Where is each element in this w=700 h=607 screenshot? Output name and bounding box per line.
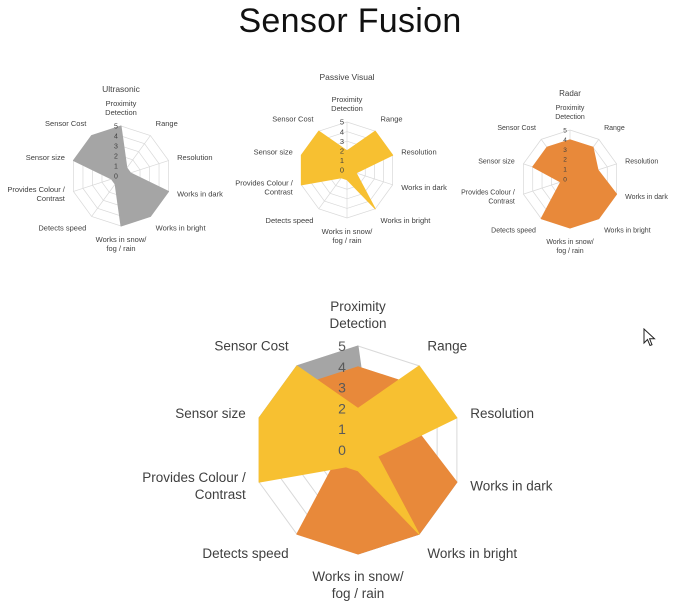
tick-label: 5 xyxy=(338,338,346,354)
mouse-pointer-icon xyxy=(643,328,656,347)
axis-label-works-in-snow-fog-rain: Works in snow/fog / rain xyxy=(312,569,404,601)
axis-label-detects-speed: Detects speed xyxy=(491,228,536,235)
axis-label-works-in-bright: Works in bright xyxy=(156,223,207,232)
tick-label: 1 xyxy=(114,164,118,171)
tick-label: 3 xyxy=(114,144,118,151)
tick-label: 2 xyxy=(338,400,346,416)
axis-label-range: Range xyxy=(381,115,403,124)
page-title: Sensor Fusion xyxy=(238,2,462,40)
axis-label-works-in-dark: Works in dark xyxy=(625,194,668,201)
tick-label: 3 xyxy=(563,147,567,154)
axis-label-range: Range xyxy=(604,125,625,132)
tick-label: 3 xyxy=(340,137,344,146)
axis-label-detects-speed: Detects speed xyxy=(266,216,314,225)
axis-label-resolution: Resolution xyxy=(177,153,212,162)
axis-label-works-in-bright: Works in bright xyxy=(427,546,517,561)
tick-label: 4 xyxy=(338,359,346,375)
axis-label-sensor-size: Sensor size xyxy=(26,153,65,162)
axis-label-works-in-dark: Works in dark xyxy=(177,189,223,198)
axis-label-works-in-snow-fog-rain: Works in snow/fog / rain xyxy=(322,227,374,245)
axis-label-sensor-cost: Sensor Cost xyxy=(497,125,536,132)
chart-title: Passive Visual xyxy=(319,72,374,82)
axis-label-sensor-size: Sensor size xyxy=(478,158,515,165)
axis-label-sensor-cost: Sensor Cost xyxy=(272,115,314,124)
axis-label-works-in-snow-fog-rain: Works in snow/fog / rain xyxy=(546,239,593,255)
tick-label: 2 xyxy=(563,157,567,164)
axis-label-detects-speed: Detects speed xyxy=(202,546,288,561)
axis-label-sensor-size: Sensor size xyxy=(254,148,293,157)
tick-label: 0 xyxy=(114,174,118,181)
chart-title: Ultrasonic xyxy=(102,84,141,94)
axis-label-range: Range xyxy=(427,338,467,353)
tick-label: 1 xyxy=(340,156,344,165)
tick-label: 1 xyxy=(338,421,346,437)
axis-label-works-in-bright: Works in bright xyxy=(604,228,651,235)
tick-label: 5 xyxy=(563,127,567,134)
axis-label-provides-colour-contrast: Provides Colour /Contrast xyxy=(461,190,515,206)
axis-label-resolution: Resolution xyxy=(625,158,658,165)
tick-label: 3 xyxy=(338,380,346,396)
tick-label: 2 xyxy=(114,154,118,161)
tick-label: 4 xyxy=(114,134,118,141)
tick-label: 0 xyxy=(563,176,567,183)
tick-label: 1 xyxy=(563,167,567,174)
axis-label-works-in-bright: Works in bright xyxy=(381,216,432,225)
tick-label: 0 xyxy=(340,166,344,175)
tick-label: 4 xyxy=(563,137,567,144)
axis-label-works-in-snow-fog-rain: Works in snow/fog / rain xyxy=(96,235,148,253)
axis-label-sensor-size: Sensor size xyxy=(175,406,246,421)
axis-label-detects-speed: Detects speed xyxy=(38,223,86,232)
axis-label-works-in-dark: Works in dark xyxy=(401,183,447,192)
axis-label-provides-colour-contrast: Provides Colour /Contrast xyxy=(142,470,246,502)
axis-label-resolution: Resolution xyxy=(401,148,436,157)
axis-label-works-in-dark: Works in dark xyxy=(470,479,553,494)
tick-label: 5 xyxy=(340,118,344,127)
axis-label-resolution: Resolution xyxy=(470,406,534,421)
axis-label-provides-colour-contrast: Provides Colour /Contrast xyxy=(235,178,293,196)
tick-label: 5 xyxy=(114,124,118,131)
tick-label: 2 xyxy=(340,147,344,156)
tick-label: 4 xyxy=(340,127,344,136)
tick-label: 0 xyxy=(338,442,346,458)
axis-label-sensor-cost: Sensor Cost xyxy=(214,338,289,353)
axis-label-range: Range xyxy=(156,119,178,128)
chart-title: Radar xyxy=(559,89,581,98)
axis-label-sensor-cost: Sensor Cost xyxy=(45,119,87,128)
axis-label-provides-colour-contrast: Provides Colour /Contrast xyxy=(7,185,65,203)
